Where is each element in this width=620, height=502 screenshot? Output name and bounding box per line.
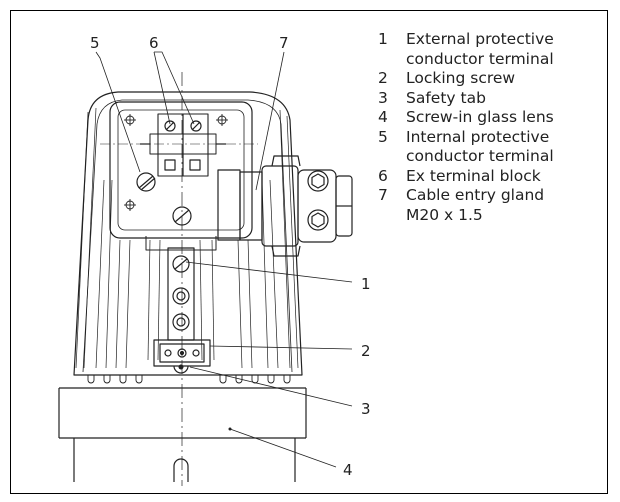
leader-7: [255, 51, 285, 191]
gland-mount-plate: [217, 169, 241, 241]
legend-item: 2 Locking screw: [378, 69, 608, 89]
fin-nubs: [87, 375, 291, 384]
legend-line: conductor terminal: [406, 147, 554, 165]
cooling-fins: [75, 107, 299, 369]
legend-line: M20 x 1.5: [406, 205, 483, 224]
ex-terminal-block: [140, 113, 226, 177]
safety-tab: [173, 365, 189, 374]
corner-screws: [124, 114, 228, 211]
legend-text: Internal protective conductor terminal: [406, 128, 608, 167]
leader-2: [209, 345, 353, 350]
legend-item: 4 Screw-in glass lens: [378, 108, 608, 128]
legend-number: 5: [378, 127, 388, 146]
callout-4: 4: [343, 461, 353, 479]
legend-number: 2: [378, 69, 388, 87]
cable-entry-gland: [239, 155, 353, 257]
legend-text: Cable entry gland M20 x 1.5: [406, 186, 608, 225]
leader-6b: [154, 51, 195, 125]
housing-outline: [73, 91, 303, 376]
legend-number: 1: [378, 30, 388, 48]
legend-item: 7 Cable entry gland M20 x 1.5: [378, 186, 608, 225]
lens-cylinder: [58, 387, 307, 482]
internal-pe-terminal: [136, 172, 156, 192]
leader-4: [229, 428, 337, 468]
legend-number: 6: [378, 166, 388, 185]
legend-text: External protective conductor terminal: [406, 30, 608, 69]
housing-inner-outline: [82, 99, 293, 373]
external-pe-terminal-stack: [167, 247, 195, 341]
legend-line: Cable entry gland: [406, 186, 545, 204]
callout-6: 6: [149, 34, 159, 52]
legend: 1 External protective conductor terminal…: [378, 30, 608, 225]
legend-item: 3 Safety tab: [378, 89, 608, 109]
legend-text: Screw-in glass lens: [406, 108, 554, 126]
terminal-compartment-inner: [117, 109, 245, 231]
callout-1: 1: [361, 275, 371, 293]
terminal-compartment: [109, 101, 253, 239]
callout-3: 3: [361, 400, 371, 418]
legend-text: Ex terminal block: [406, 166, 541, 185]
callout-7: 7: [279, 34, 289, 52]
legend-item: 1 External protective conductor terminal: [378, 30, 608, 69]
leader-3: [189, 366, 353, 407]
legend-item: 6 Ex terminal block: [378, 167, 608, 187]
leader-5: [95, 51, 141, 173]
callout-2: 2: [361, 342, 371, 360]
legend-item: 5 Internal protective conductor terminal: [378, 128, 608, 167]
legend-line: External protective: [406, 30, 554, 48]
legend-text: Safety tab: [406, 88, 486, 107]
legend-line: conductor terminal: [406, 49, 554, 68]
legend-number: 4: [378, 108, 388, 126]
leader-6: [153, 51, 171, 125]
legend-number: 7: [378, 186, 388, 204]
legend-number: 3: [378, 88, 388, 107]
leader-1: [185, 261, 353, 283]
leader-lines: [95, 51, 353, 468]
callout-5: 5: [90, 34, 100, 52]
legend-text: Locking screw: [406, 69, 516, 87]
legend-line: Internal protective: [406, 127, 550, 146]
